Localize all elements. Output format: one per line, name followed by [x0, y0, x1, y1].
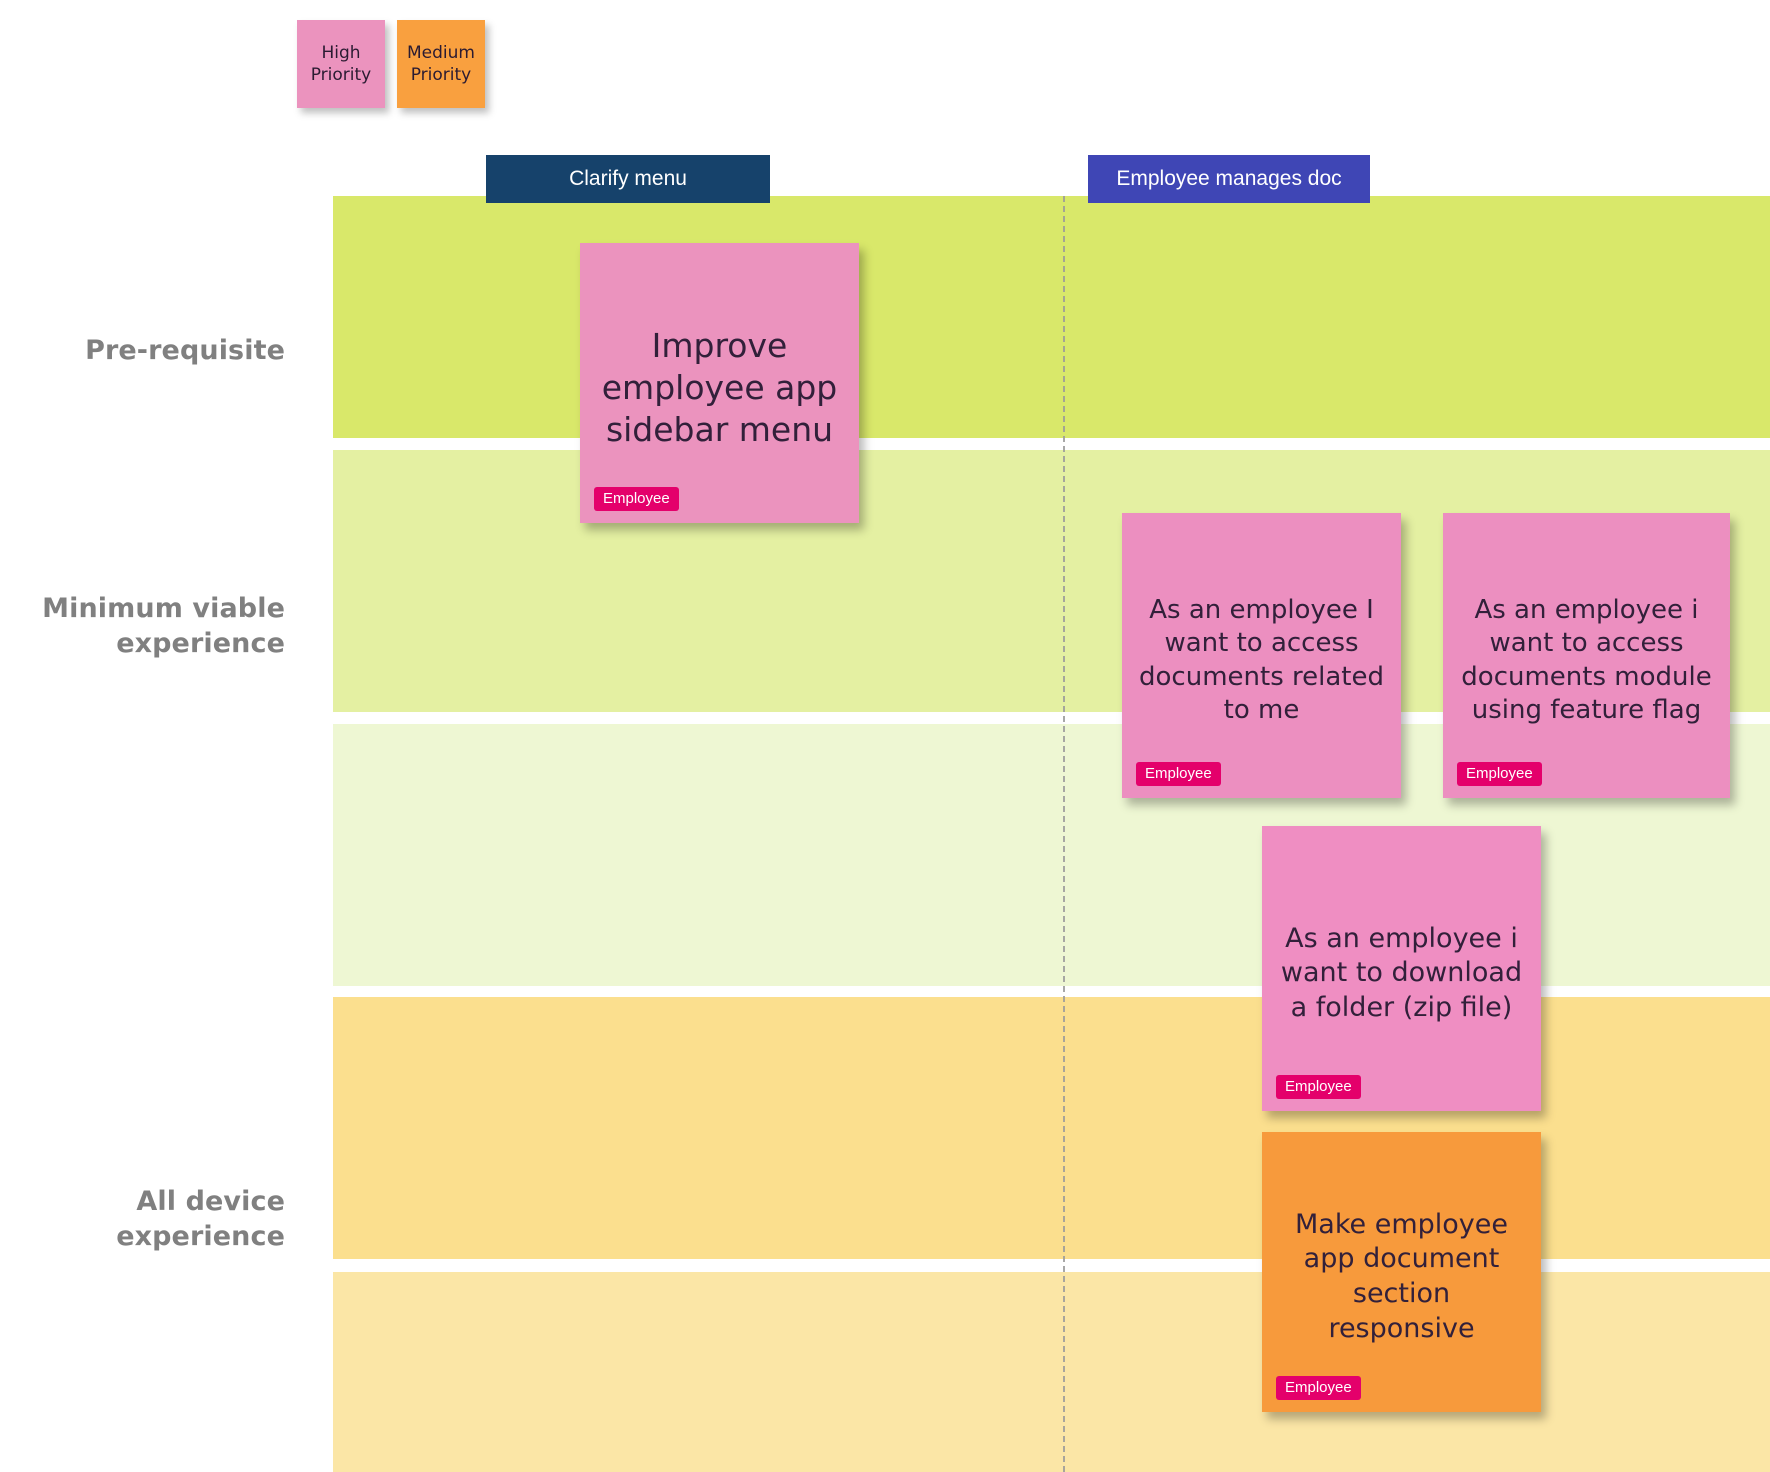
note-text: Make employee app document section respo…: [1295, 1208, 1508, 1344]
note-text: As an employee i want to download a fold…: [1280, 922, 1523, 1023]
column-header-employee-manages-doc[interactable]: Employee manages doc: [1088, 155, 1370, 203]
note-text: Improve employee app sidebar menu: [601, 325, 838, 450]
legend-high-priority[interactable]: High Priority: [297, 20, 385, 108]
row-label-all-device-experience: All device experience: [116, 1186, 285, 1252]
row-label-pre-requisite: Pre-requisite: [85, 335, 285, 366]
note-access-documents-module-feature-flag[interactable]: As an employee i want to access document…: [1443, 513, 1730, 798]
legend-note-label: Medium Priority: [407, 42, 475, 85]
note-text: As an employee I want to access document…: [1139, 594, 1384, 725]
note-text: As an employee i want to access document…: [1461, 594, 1712, 725]
column-header-label: Employee manages doc: [1116, 167, 1342, 190]
note-tag-employee[interactable]: Employee: [1276, 1376, 1361, 1400]
note-access-documents-related-to-me[interactable]: As an employee I want to access document…: [1122, 513, 1401, 798]
band-all-device: [333, 997, 1770, 1259]
column-header-clarify-menu[interactable]: Clarify menu: [486, 155, 770, 203]
note-tag-employee[interactable]: Employee: [1136, 762, 1221, 786]
band-bottom-partial: [333, 1272, 1770, 1472]
note-tag-employee[interactable]: Employee: [594, 487, 679, 511]
note-download-folder-zip-file[interactable]: As an employee i want to download a fold…: [1262, 826, 1541, 1111]
legend-medium-priority[interactable]: Medium Priority: [397, 20, 485, 108]
note-make-document-section-responsive[interactable]: Make employee app document section respo…: [1262, 1132, 1541, 1412]
row-label-minimum-viable-experience: Minimum viable experience: [42, 593, 285, 659]
column-header-label: Clarify menu: [569, 167, 687, 190]
column-divider: [1063, 196, 1065, 1472]
legend-note-label: High Priority: [310, 42, 372, 85]
note-tag-employee[interactable]: Employee: [1276, 1075, 1361, 1099]
band-pre-requisite: [333, 196, 1770, 438]
note-tag-employee[interactable]: Employee: [1457, 762, 1542, 786]
